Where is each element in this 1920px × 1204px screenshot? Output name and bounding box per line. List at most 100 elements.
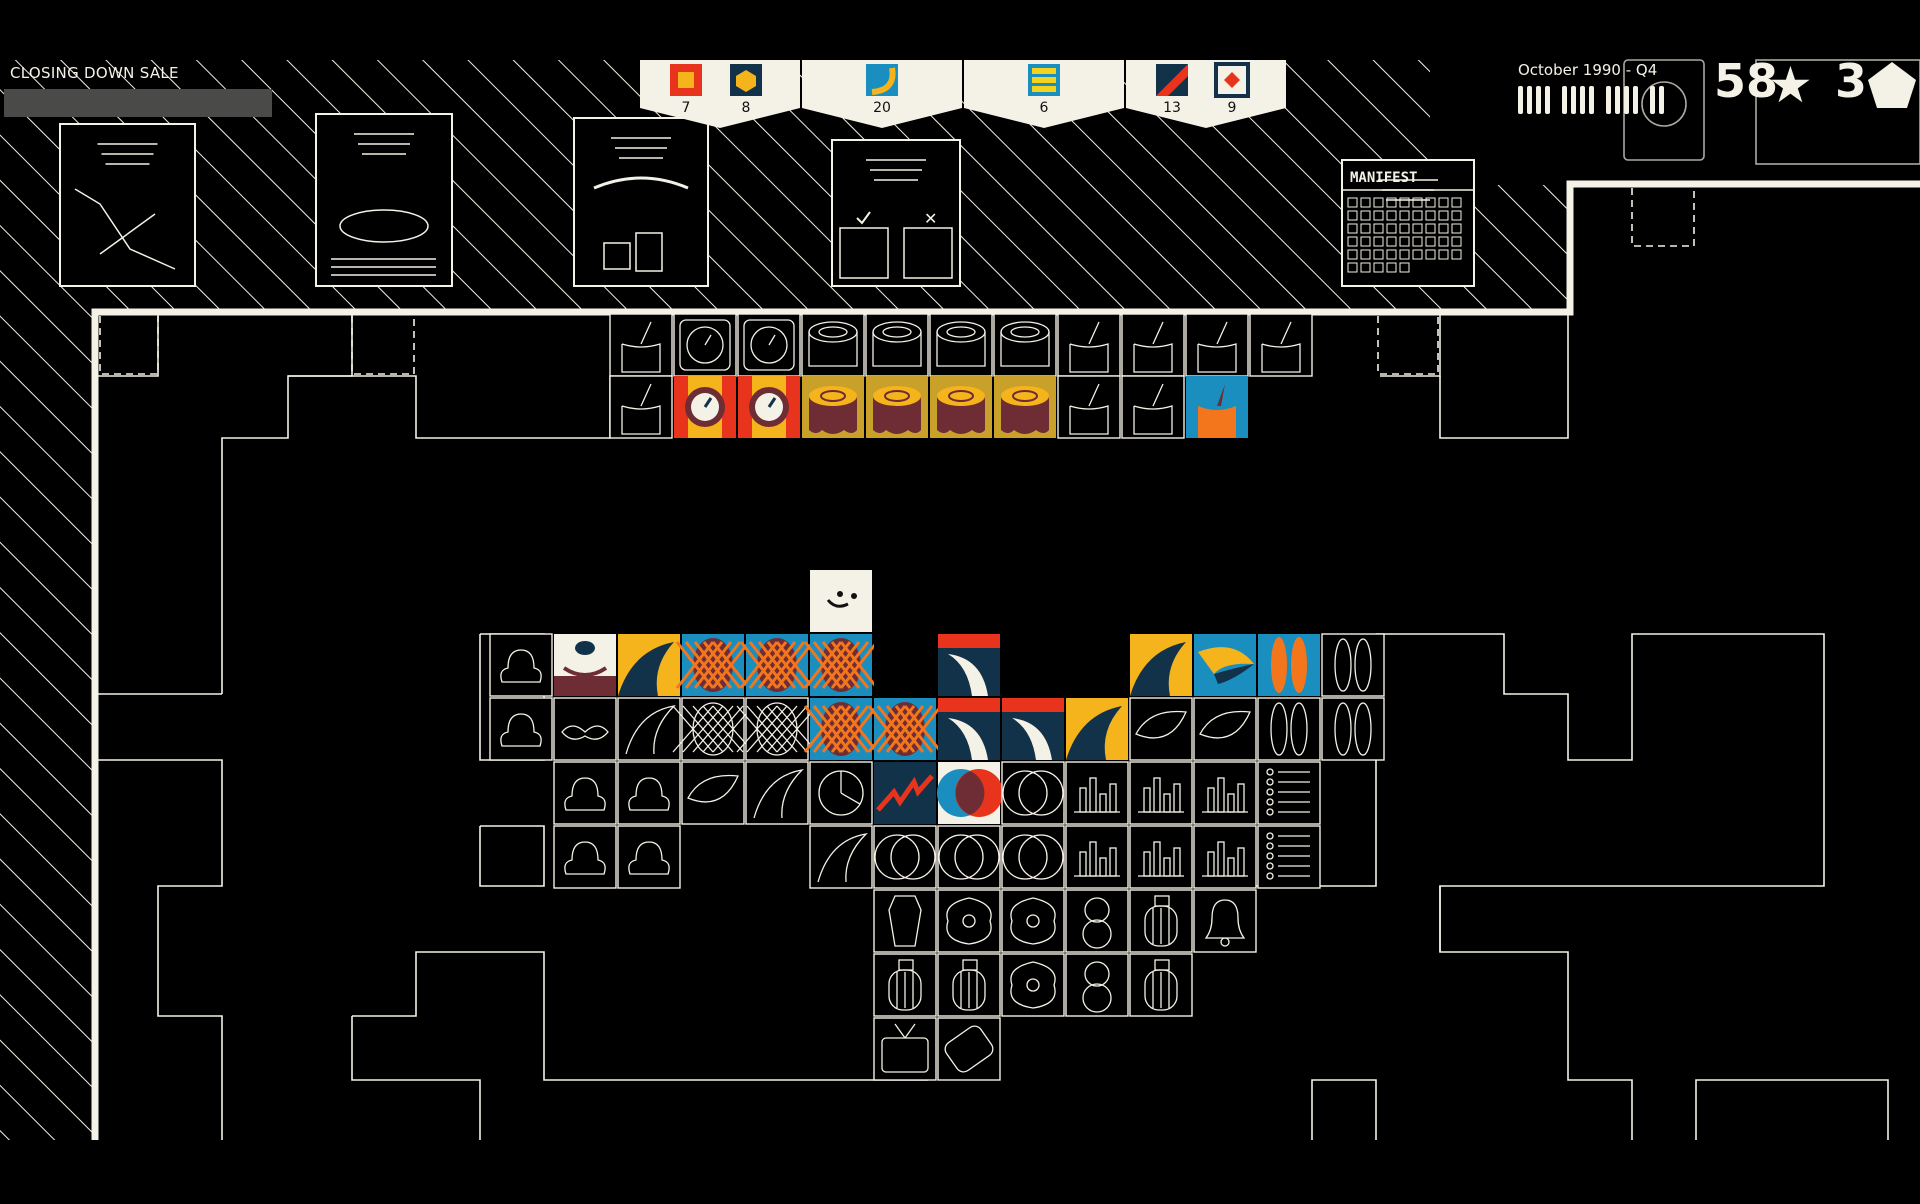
manifest-document-icon[interactable]: MANIFEST bbox=[1341, 159, 1475, 287]
chip-tile[interactable] bbox=[937, 1017, 1001, 1081]
list-tile[interactable] bbox=[1257, 825, 1321, 889]
lightning-tile[interactable] bbox=[874, 762, 936, 824]
stumpcolor-tile[interactable] bbox=[802, 376, 864, 438]
watch-tile[interactable] bbox=[673, 313, 737, 377]
fin-tile[interactable] bbox=[745, 761, 809, 825]
pineapple-tile[interactable] bbox=[803, 698, 879, 760]
venn-tile[interactable] bbox=[937, 762, 1003, 824]
fin-tile[interactable] bbox=[809, 825, 873, 889]
bunnycolor-tile[interactable] bbox=[1258, 634, 1320, 696]
stumpcolor-tile[interactable] bbox=[994, 376, 1056, 438]
fin-tile[interactable] bbox=[617, 697, 681, 761]
bars-tile[interactable] bbox=[1193, 761, 1257, 825]
pineapple-tile[interactable] bbox=[739, 634, 815, 696]
bars-tile[interactable] bbox=[1065, 825, 1129, 889]
chart-document-icon[interactable] bbox=[59, 123, 196, 287]
pineapple-tile[interactable] bbox=[867, 698, 943, 760]
stump-tile[interactable] bbox=[993, 313, 1057, 377]
stumpcolor-tile[interactable] bbox=[866, 376, 928, 438]
cloud-tile[interactable] bbox=[489, 697, 553, 761]
warehouse-floor bbox=[95, 184, 1920, 1140]
tally-mark bbox=[1624, 86, 1629, 114]
bars-tile[interactable] bbox=[1193, 825, 1257, 889]
leaf-tile[interactable] bbox=[681, 761, 745, 825]
leaf-tile[interactable] bbox=[1193, 697, 1257, 761]
cloud-tile[interactable] bbox=[617, 761, 681, 825]
sharkred-tile[interactable] bbox=[938, 698, 1000, 760]
cloud-tile[interactable] bbox=[617, 825, 681, 889]
pineapple-tile[interactable] bbox=[675, 634, 751, 696]
stump-tile[interactable] bbox=[929, 313, 993, 377]
candlecolor-tile[interactable] bbox=[1186, 376, 1248, 438]
svg-text:✕: ✕ bbox=[924, 209, 937, 228]
face-tile[interactable] bbox=[810, 570, 872, 632]
candle-tile[interactable] bbox=[609, 375, 673, 439]
bars-tile[interactable] bbox=[1065, 761, 1129, 825]
quota-count: 13 bbox=[1163, 100, 1181, 116]
cloud-tile[interactable] bbox=[489, 633, 553, 697]
grenade-tile[interactable] bbox=[937, 953, 1001, 1017]
stump-tile[interactable] bbox=[801, 313, 865, 377]
badger-tile[interactable] bbox=[554, 634, 616, 696]
shelf-items bbox=[609, 313, 1313, 439]
bunny-tile[interactable] bbox=[1321, 697, 1385, 761]
snowman-tile[interactable] bbox=[1065, 889, 1129, 953]
watch-tile[interactable] bbox=[737, 313, 801, 377]
donut-tile[interactable] bbox=[1001, 953, 1065, 1017]
bars-tile[interactable] bbox=[1129, 825, 1193, 889]
leaf-tile[interactable] bbox=[1129, 697, 1193, 761]
watchcolor-tile[interactable] bbox=[738, 376, 800, 438]
spill-document-icon[interactable] bbox=[315, 113, 453, 287]
snowman-tile[interactable] bbox=[1065, 953, 1129, 1017]
checklist-document-icon[interactable]: ✕ bbox=[831, 139, 961, 287]
tally-mark bbox=[1571, 86, 1576, 114]
grenade-tile[interactable] bbox=[1129, 953, 1193, 1017]
rings-tile[interactable] bbox=[937, 825, 1001, 889]
candle-tile[interactable] bbox=[1121, 313, 1185, 377]
lattice-tile[interactable] bbox=[672, 697, 754, 761]
candle-tile[interactable] bbox=[1249, 313, 1313, 377]
quota-count: 6 bbox=[1040, 100, 1049, 116]
tally-mark bbox=[1659, 86, 1664, 114]
list-tile[interactable] bbox=[1257, 761, 1321, 825]
bars-tile[interactable] bbox=[1129, 761, 1193, 825]
cloud-tile[interactable] bbox=[553, 825, 617, 889]
coffin-tile[interactable] bbox=[873, 889, 937, 953]
grenade-tile[interactable] bbox=[873, 953, 937, 1017]
sharkgold-tile[interactable] bbox=[618, 634, 680, 696]
lattice-tile[interactable] bbox=[736, 697, 818, 761]
graph-document-icon[interactable] bbox=[573, 117, 709, 287]
quota-count: 7 bbox=[682, 100, 691, 116]
pineapple-tile[interactable] bbox=[803, 634, 879, 696]
sharkgold-tile[interactable] bbox=[1066, 698, 1128, 760]
toucan-tile[interactable] bbox=[1194, 634, 1256, 696]
candle-tile[interactable] bbox=[1057, 313, 1121, 377]
cloud-tile[interactable] bbox=[553, 761, 617, 825]
grenade-tile[interactable] bbox=[1129, 889, 1193, 953]
candle-tile[interactable] bbox=[1121, 375, 1185, 439]
bell-tile[interactable] bbox=[1193, 889, 1257, 953]
donut-tile[interactable] bbox=[1001, 889, 1065, 953]
bunny-tile[interactable] bbox=[1257, 697, 1321, 761]
bunny-tile[interactable] bbox=[1321, 633, 1385, 697]
pie-tile[interactable] bbox=[809, 761, 873, 825]
rings-tile[interactable] bbox=[1001, 825, 1065, 889]
sharkgold-tile[interactable] bbox=[1130, 634, 1192, 696]
quota-count: 20 bbox=[873, 100, 891, 116]
score-value: 58 bbox=[1714, 54, 1779, 108]
tally-mark bbox=[1615, 86, 1620, 114]
donut-tile[interactable] bbox=[937, 889, 1001, 953]
candle-tile[interactable] bbox=[609, 313, 673, 377]
stump-tile[interactable] bbox=[865, 313, 929, 377]
stumpcolor-tile[interactable] bbox=[930, 376, 992, 438]
blank-tile[interactable] bbox=[874, 634, 936, 696]
candle-tile[interactable] bbox=[1057, 375, 1121, 439]
sharkred-tile[interactable] bbox=[938, 634, 1000, 696]
mustache-tile[interactable] bbox=[553, 697, 617, 761]
rings-tile[interactable] bbox=[873, 825, 937, 889]
rings-tile[interactable] bbox=[1001, 761, 1065, 825]
watchcolor-tile[interactable] bbox=[674, 376, 736, 438]
tv-tile[interactable] bbox=[873, 1017, 937, 1081]
candle-tile[interactable] bbox=[1185, 313, 1249, 377]
sharkred-tile[interactable] bbox=[1002, 698, 1064, 760]
